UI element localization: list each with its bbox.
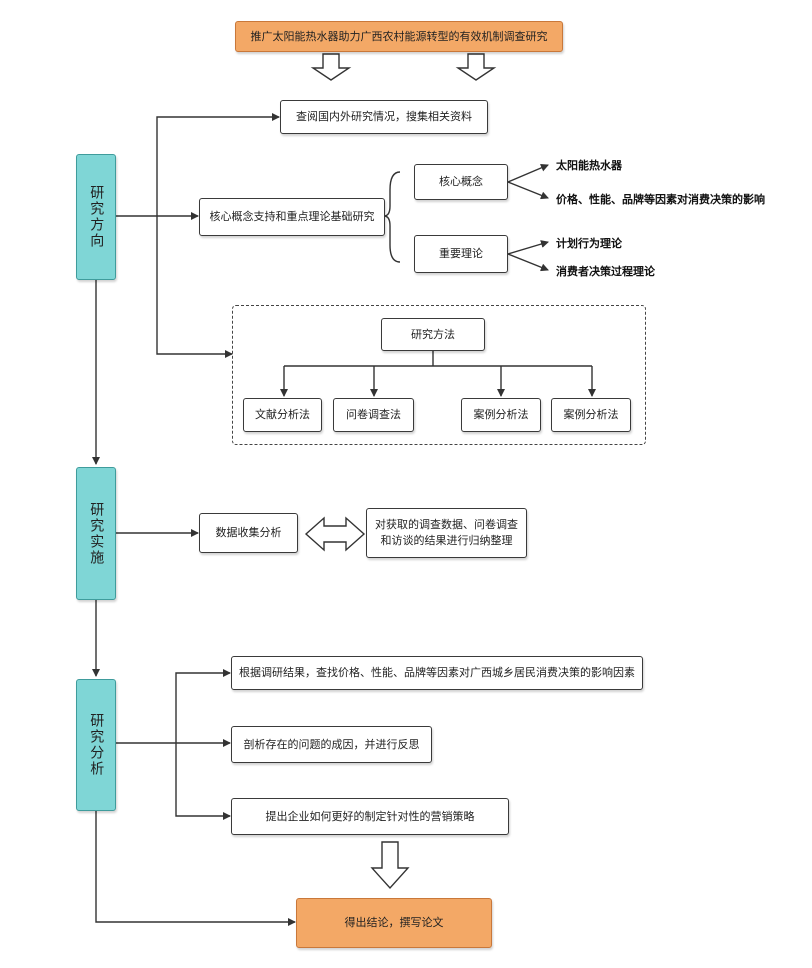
double-arrow [304,516,366,552]
core-study-box: 核心概念支持和重点理论基础研究 [199,198,385,236]
factors-text: 根据调研结果，查找价格、性能、品牌等因素对广西城乡居民消费决策的影响因素 [239,666,635,680]
method-questionnaire: 问卷调查法 [333,398,414,432]
important-theory-box: 重要理论 [414,235,508,273]
hollow-arrow-right [455,53,497,81]
title-text: 推广太阳能热水器助力广西农村能源转型的有效机制调查研究 [250,29,548,43]
stage-analysis-text: 研究分析 [88,713,105,777]
core-concept-text: 核心概念 [439,175,483,189]
theory-arrow-2 [507,253,549,272]
brace-core [383,171,401,263]
stage-direction-text: 研究方向 [88,185,105,249]
strategy-box: 提出企业如何更好的制定针对性的营销策略 [231,798,509,835]
collect-text: 数据收集分析 [215,526,282,540]
strategy-text: 提出企业如何更好的制定针对性的营销策略 [265,809,475,823]
stage1-branch-top [156,113,280,216]
stage3-branch-top [175,669,231,743]
organize-box: 对获取的调查数据、问卷调查和访谈的结果进行归纳整理 [366,508,527,558]
important-theory-text: 重要理论 [439,247,483,261]
stage-analysis: 研究分析 [76,679,116,811]
stage-implementation: 研究实施 [76,467,116,600]
hollow-arrow-left [310,53,352,81]
causes-box: 剖析存在的问题的成因，并进行反思 [231,726,432,763]
stage-implementation-text: 研究实施 [88,501,105,566]
stage1-branch-bottom [156,216,233,358]
organize-text: 对获取的调查数据、问卷调查和访谈的结果进行归纳整理 [375,518,518,547]
concept-item-2: 价格、性能、品牌等因素对消费决策的影响 [556,193,765,206]
method-case-2-text: 案例分析法 [563,408,619,422]
methods-title-text: 研究方法 [411,327,455,341]
review-text: 查阅国内外研究情况，搜集相关资料 [296,110,472,124]
conclusion-box: 得出结论，撰写论文 [296,898,492,948]
conclusion-text: 得出结论，撰写论文 [344,916,444,930]
method-case-2: 案例分析法 [551,398,631,432]
theory-arrow-1 [507,240,549,255]
concept-item-1: 太阳能热水器 [556,159,622,172]
theory-item-2: 消费者决策过程理论 [556,265,655,278]
core-concept-box: 核心概念 [414,164,508,200]
concept-arrow-2 [507,181,549,200]
hollow-arrow-conclusion [370,841,410,890]
factors-box: 根据调研结果，查找价格、性能、品牌等因素对广西城乡居民消费决策的影响因素 [231,656,643,690]
methods-title-box: 研究方法 [381,318,485,351]
review-box: 查阅国内外研究情况，搜集相关资料 [280,100,488,134]
title-box: 推广太阳能热水器助力广西农村能源转型的有效机制调查研究 [235,21,563,52]
collect-box: 数据收集分析 [199,513,298,553]
theory-item-1: 计划行为理论 [556,237,622,250]
method-case-1-text: 案例分析法 [473,408,529,422]
method-case-1: 案例分析法 [461,398,541,432]
stage-direction: 研究方向 [76,154,116,280]
flow-3-to-conclusion [95,811,296,926]
method-literature: 文献分析法 [243,398,322,432]
methods-group [232,305,646,445]
concept-arrow-1 [507,164,549,183]
method-literature-text: 文献分析法 [255,408,310,422]
method-questionnaire-text: 问卷调查法 [346,408,401,422]
causes-text: 剖析存在的问题的成因，并进行反思 [243,737,420,751]
core-study-text: 核心概念支持和重点理论基础研究 [209,210,375,224]
stage3-branch-bottom [175,743,231,820]
